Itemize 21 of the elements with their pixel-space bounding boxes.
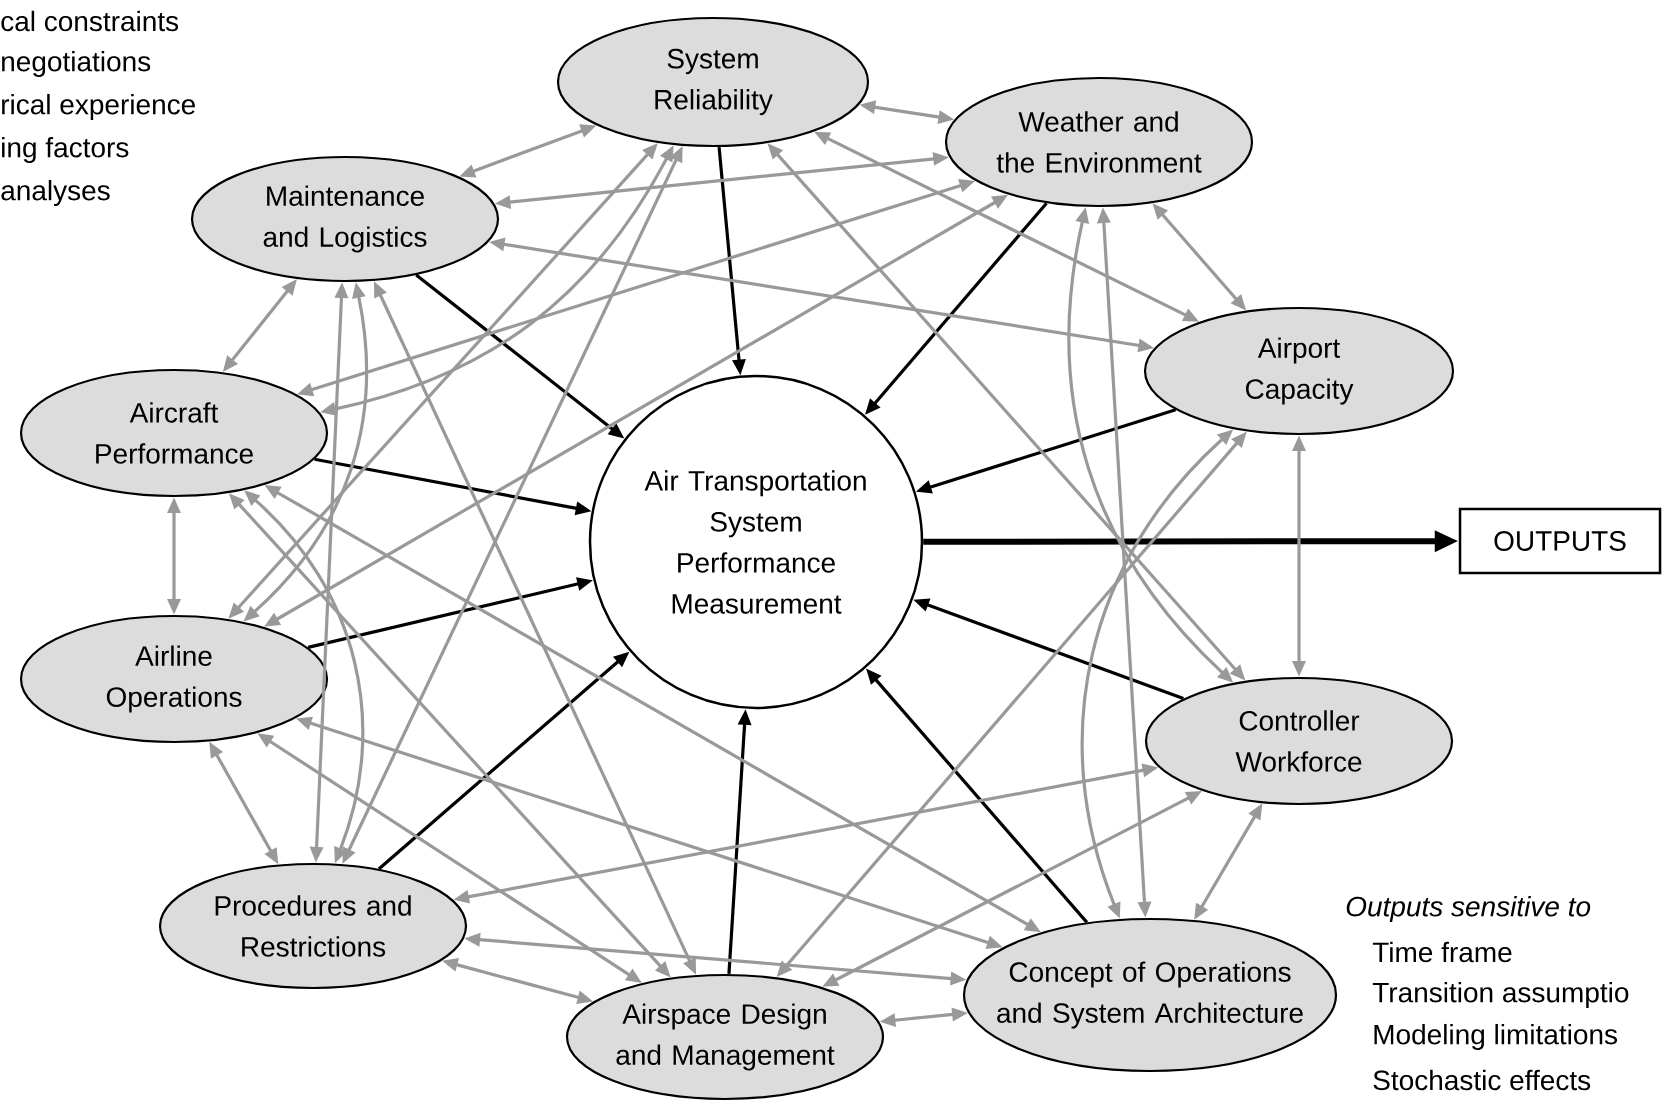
note-text: Modeling limitations <box>1374 1023 1617 1051</box>
ellipse-node: Controller Workforce <box>1144 676 1454 806</box>
ellipse-node: Aircraft Performance <box>19 368 329 498</box>
ellipse-node: Weather and the Environment <box>944 76 1254 208</box>
ellipse-node: Airspace Design and Management <box>565 973 885 1101</box>
note-text: Stochastic effects <box>1373 1069 1591 1091</box>
output-box: OUTPUTS <box>1458 507 1662 575</box>
ellipse-node: Airport Capacity <box>1143 306 1455 436</box>
note-text: Transition assumptio <box>1372 981 1629 1009</box>
note-text: cal constraints <box>1 10 179 32</box>
note-text: analyses <box>1 179 110 206</box>
note-text: Outputs sensitive to <box>1346 895 1591 923</box>
note-text: ing factors <box>2 136 129 163</box>
note-text: rical experience <box>2 93 195 120</box>
note-text: negotiations <box>2 50 151 77</box>
ellipse-node: Concept of Operations and System Architecture <box>962 917 1338 1073</box>
ellipse-node: Airline Operations <box>19 614 329 744</box>
ellipse-node: System Reliability <box>556 16 870 148</box>
ellipse-node: Procedures and Restrictions <box>158 862 468 990</box>
note-text: Time frame <box>1372 941 1512 963</box>
ellipse-node: Maintenance and Logistics <box>190 155 500 283</box>
